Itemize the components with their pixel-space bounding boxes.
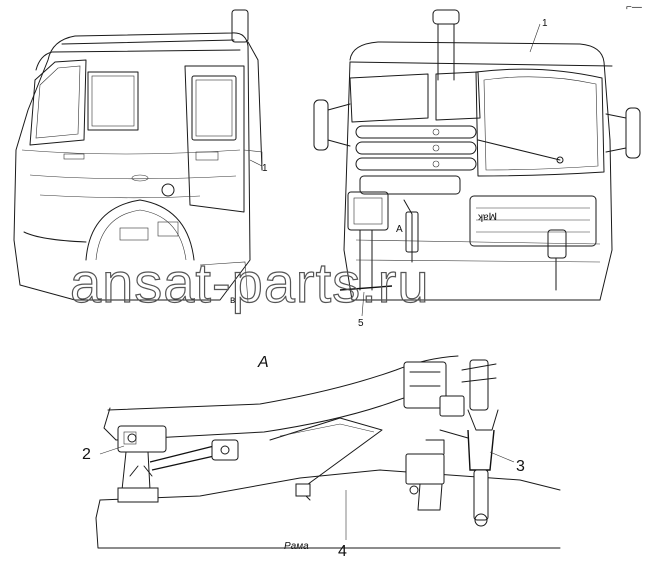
- brand-emblem: ʞɐꟽ: [478, 212, 497, 223]
- view-a-assembly: Рама 2: [82, 355, 561, 560]
- callout-1-side: 1: [262, 163, 268, 174]
- view-a-label: A: [257, 354, 269, 371]
- callout-a-mark: A: [396, 224, 403, 235]
- callout-2: 2: [82, 446, 91, 463]
- small-mark-side: в: [230, 295, 235, 306]
- corner-mark: ⌐—: [626, 2, 642, 13]
- callout-5: 5: [358, 318, 364, 329]
- callout-1-top: 1: [542, 18, 548, 29]
- callout-4: 4: [338, 543, 347, 560]
- callout-3: 3: [516, 458, 525, 475]
- cab-front-view: ʞɐꟽ 5 A 1: [313, 9, 641, 329]
- watermark: ansat-parts.ru: [70, 251, 430, 314]
- floor-label: Рама: [284, 541, 309, 552]
- cab-side-view: в 1: [13, 9, 268, 306]
